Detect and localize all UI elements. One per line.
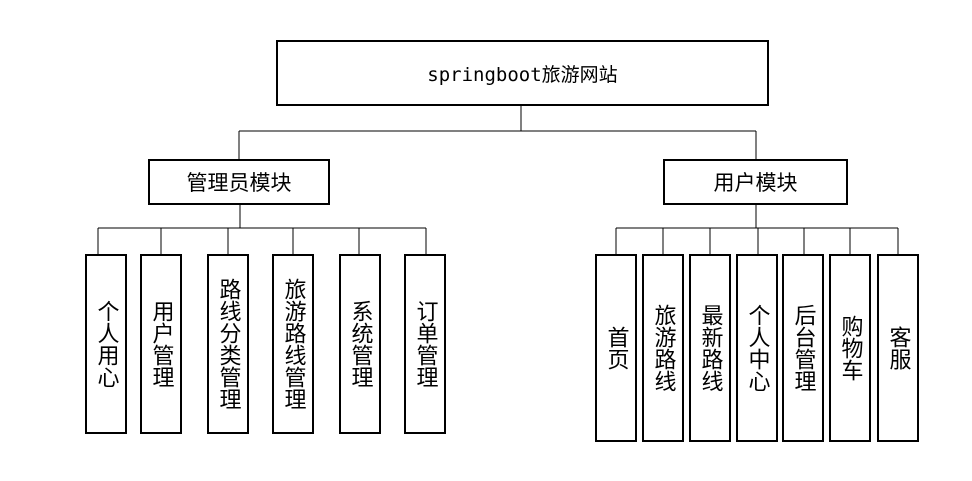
user-child-node: 后台管理 [782,254,824,442]
admin-child-node: 个人用心 [85,254,127,434]
admin-child-node: 系统管理 [339,254,381,434]
user-child-label: 客服 [885,326,911,370]
user-child-node: 旅游路线 [642,254,684,442]
user-child-label: 个人中心 [744,304,770,392]
admin-child-node: 路线分类管理 [207,254,249,434]
user-child-label: 首页 [603,326,629,370]
root-node: springboot旅游网站 [276,40,769,106]
admin-child-label: 旅游路线管理 [280,278,306,410]
user-module-label: 用户模块 [713,171,798,195]
admin-child-node: 旅游路线管理 [272,254,314,434]
admin-child-label: 系统管理 [347,300,373,388]
admin-module-label: 管理员模块 [186,171,292,195]
admin-child-label: 个人用心 [93,300,119,388]
admin-module-node: 管理员模块 [148,159,330,205]
user-child-node: 个人中心 [736,254,778,442]
admin-child-label: 订单管理 [412,300,438,388]
admin-child-node: 用户管理 [140,254,182,434]
user-child-node: 首页 [595,254,637,442]
admin-child-label: 用户管理 [148,300,174,388]
admin-child-node: 订单管理 [404,254,446,434]
user-child-label: 旅游路线 [650,304,676,392]
root-label: springboot旅游网站 [427,63,618,86]
user-child-label: 最新路线 [697,304,723,392]
user-child-label: 后台管理 [790,304,816,392]
user-module-node: 用户模块 [663,159,848,205]
admin-child-label: 路线分类管理 [215,278,241,410]
user-child-node: 最新路线 [689,254,731,442]
user-child-node: 客服 [877,254,919,442]
user-child-node: 购物车 [829,254,871,442]
user-child-label: 购物车 [837,315,863,381]
